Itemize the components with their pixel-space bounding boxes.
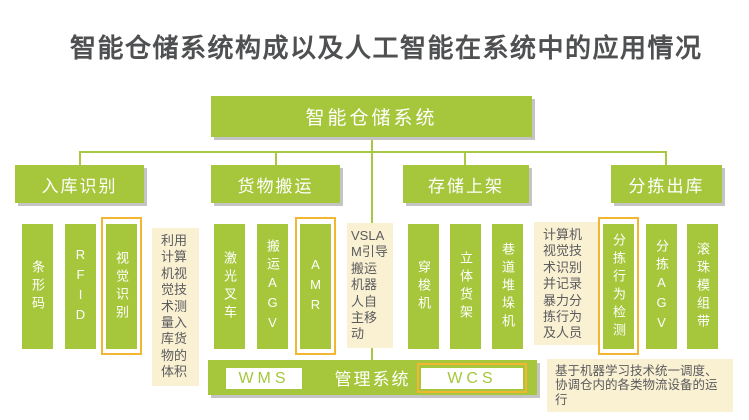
bar-sorting-agv: 分拣AGV [646, 224, 677, 349]
highlight-ring-amr [295, 217, 336, 355]
connector-stub-inbound [79, 151, 81, 166]
bar-shuttle-machine: 穿梭机 [408, 224, 439, 349]
branch-box-inbound-identification: 入库识别 [15, 165, 144, 203]
wms-box: WMS [226, 368, 302, 389]
connector-stub-storage [464, 151, 466, 166]
bar-laser-forklift: 激光叉车 [214, 224, 245, 349]
bar-visual-recognition: 视觉识别 [106, 224, 137, 349]
wcs-box: WCS [421, 368, 523, 389]
connector-stub-handling [275, 151, 277, 166]
connector-stub-outbound [665, 151, 667, 166]
connector-horizontal-line [80, 151, 667, 153]
management-system-label: 管理系统 [334, 370, 411, 389]
bar-aisle-stacker: 巷道堆垛机 [492, 224, 523, 349]
bar-barcode: 条形码 [22, 224, 53, 349]
highlight-ring-visual-recognition [101, 217, 142, 355]
bar-rfid: RFID [65, 224, 96, 349]
note-vslam-guidance: VSLAM引导搬运机器人自主移动 [347, 223, 393, 348]
note-machine-learning-scheduling: 基于机器学习技术统一调度、协调仓内的各类物流设备的运行 [547, 359, 733, 413]
bar-amr: AMR [300, 224, 331, 349]
branch-box-storage-shelving: 存储上架 [403, 165, 529, 203]
bar-handling-agv: 搬运AGV [257, 224, 288, 349]
branch-box-cargo-handling: 货物搬运 [211, 165, 340, 203]
bar-ball-module-belt: 滚珠模组带 [687, 224, 718, 349]
root-node-smart-warehouse-system: 智能仓储系统 [211, 96, 532, 137]
highlight-ring-sorting-behavior-detection [598, 217, 639, 355]
bar-stereoscopic-rack: 立体货架 [450, 224, 481, 349]
highlight-ring-wcs [417, 363, 527, 393]
page-title: 智能仓储系统构成以及人工智能在系统中的应用情况 [70, 33, 703, 63]
note-inbound-volume-measurement: 利用计算机视觉技术测量入库货物的体积 [152, 228, 199, 386]
bar-sorting-behavior-detection: 分拣行为检测 [603, 224, 634, 349]
branch-box-sorting-outbound: 分拣出库 [611, 165, 722, 203]
note-violent-sorting-detection: 计算机视觉技术识别并记录暴力分拣行为及人员 [534, 222, 598, 345]
